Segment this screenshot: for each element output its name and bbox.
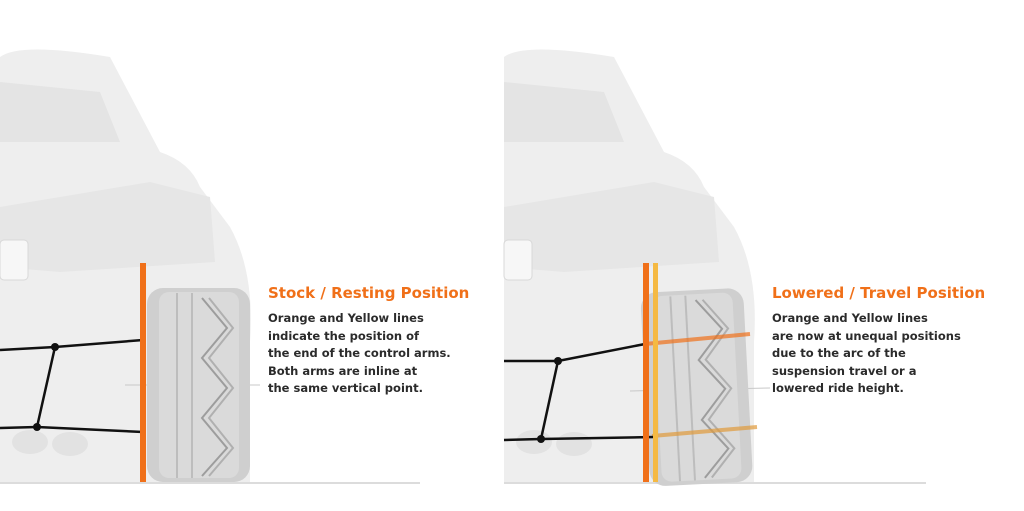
desc-line: lowered ride height. <box>772 381 904 395</box>
lower-arm-arc-band <box>651 425 758 438</box>
stock-caption: Stock / Resting Position Orange and Yell… <box>268 284 508 398</box>
desc-line: Both arms are inline at <box>268 363 418 378</box>
desc-line: the end of the control arms. <box>268 346 451 360</box>
desc-line: Orange and Yellow lines <box>772 311 928 325</box>
lowered-description: Orange and Yellow lines are now at unequ… <box>772 310 1012 398</box>
desc-line: indicate the position of <box>268 328 420 343</box>
upper-arm-arc-band <box>644 332 751 346</box>
orange-line <box>140 263 146 482</box>
joint <box>51 343 59 351</box>
joint <box>33 423 41 431</box>
orange-line <box>643 263 649 482</box>
stock-panel-graphic <box>0 49 420 484</box>
yellow-line <box>653 263 658 482</box>
lowered-title: Lowered / Travel Position <box>772 284 986 302</box>
lowered-caption: Lowered / Travel Position Orange and Yel… <box>772 284 1012 398</box>
tire <box>146 287 251 483</box>
desc-line: suspension travel or a <box>772 363 917 378</box>
stock-title: Stock / Resting Position <box>268 284 470 302</box>
stock-description: Orange and Yellow lines indicate the pos… <box>268 310 508 398</box>
desc-line: due to the arc of the <box>772 346 906 360</box>
joint <box>554 357 562 365</box>
desc-line: are now at unequal positions <box>772 328 961 343</box>
desc-line: the same vertical point. <box>268 381 423 395</box>
lowered-panel-graphic <box>503 49 926 488</box>
desc-line: Orange and Yellow lines <box>268 311 424 325</box>
joint <box>537 435 545 443</box>
